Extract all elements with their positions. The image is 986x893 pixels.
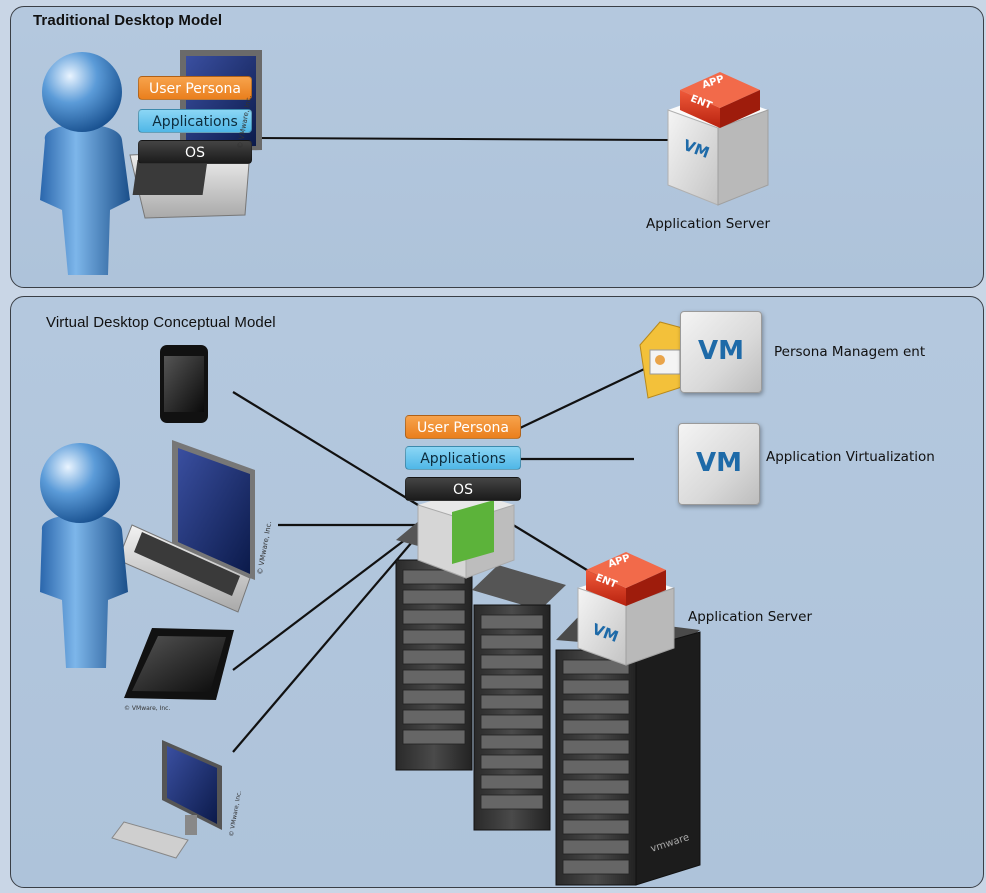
app-server-caption: Application Server [646, 216, 770, 232]
app-server-cube-icon [667, 72, 769, 206]
phone-icon [160, 345, 208, 423]
persona-management-caption: Persona Managem ent [774, 344, 926, 360]
server-drive-slots [402, 569, 630, 875]
vm-tile-text: VM [696, 448, 742, 478]
user-icon [40, 443, 128, 668]
vm-tile-text: VM [698, 336, 744, 366]
user-persona-label: User Persona [405, 415, 521, 439]
app-virtualization-caption: Application Virtualization [766, 449, 935, 465]
virtual-desktop-icon [417, 490, 515, 579]
copyright-text: © VMware, Inc. [124, 705, 171, 712]
laptop-icon [117, 440, 255, 613]
persona-management-vm-tile: VM [680, 311, 762, 393]
app-server-cube-icon [577, 552, 675, 666]
connection-line [254, 137, 669, 141]
user-persona-label: User Persona [138, 76, 252, 100]
applications-label: Applications [138, 109, 252, 133]
virtual-model-title: Virtual Desktop Conceptual Model [46, 314, 276, 331]
user-icon [40, 52, 130, 275]
os-label: OS [138, 140, 252, 164]
app-server-caption: Application Server [688, 609, 812, 625]
tablet-icon [124, 628, 234, 700]
app-virtualization-vm-tile: VM [678, 423, 760, 505]
os-label: OS [405, 477, 521, 501]
traditional-model-title: Traditional Desktop Model [33, 12, 223, 29]
desktop-monitor-icon [111, 740, 222, 859]
applications-label: Applications [405, 446, 521, 470]
persona-folder-icon [639, 321, 691, 399]
